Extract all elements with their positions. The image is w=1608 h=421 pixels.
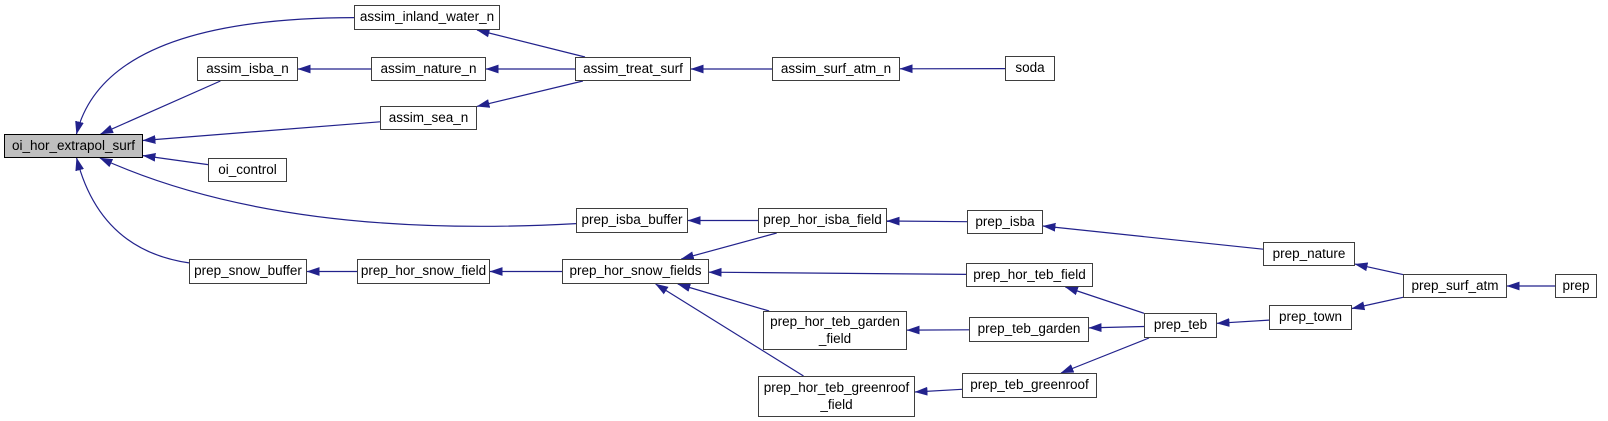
graph-node-label: prep_teb_greenroof (970, 377, 1089, 393)
graph-edge-prep_hor_teb_garden_field--prep_hor_snow_fields (677, 283, 770, 312)
graph-node-label: prep_hor_teb_garden (770, 314, 900, 330)
graph-node-oi_control[interactable]: oi_control (208, 158, 287, 182)
graph-node-label: assim_nature_n (380, 60, 477, 76)
graph-node-label: assim_inland_water_n (359, 9, 495, 25)
graph-edge-prep_hor_teb_field--prep_hor_snow_fields (708, 267, 967, 277)
graph-node-prep_snow_buffer[interactable]: prep_snow_buffer (189, 259, 307, 284)
graph-edge-assim_treat_surf--assim_sea_n (476, 80, 584, 108)
graph-edge-prep_isba_buffer--oi_hor_extrapol_surf (99, 157, 577, 227)
graph-node-label: _field (818, 330, 852, 346)
graph-node-label: prep_isba_buffer (581, 212, 683, 228)
graph-node-label: prep_teb_garden (977, 321, 1081, 337)
graph-node-assim_isba_n[interactable]: assim_isba_n (197, 57, 298, 81)
graph-node-prep_teb_garden[interactable]: prep_teb_garden (969, 317, 1089, 342)
graph-node-label: assim_sea_n (388, 109, 469, 125)
graph-node-label: prep_nature (1272, 245, 1346, 261)
graph-node-assim_treat_surf[interactable]: assim_treat_surf (575, 57, 691, 81)
graph-node-prep_town[interactable]: prep_town (1269, 305, 1352, 330)
graph-edge-prep_hor_isba_field--prep_hor_snow_fields (680, 232, 777, 260)
graph-node-oi_hor_extrapol_surf: oi_hor_extrapol_surf (4, 134, 143, 158)
graph-node-prep_teb[interactable]: prep_teb (1144, 313, 1217, 338)
graph-node-assim_sea_n[interactable]: assim_sea_n (380, 106, 477, 130)
graph-node-label: _field (820, 396, 853, 412)
graph-node-soda[interactable]: soda (1005, 56, 1055, 81)
graph-edge-oi_control--oi_hor_extrapol_surf (142, 152, 209, 166)
graph-node-label: prep_hor_teb_field (973, 266, 1086, 282)
graph-edge-prep_nature--prep_isba (1042, 222, 1264, 250)
graph-edge-prep_snow_buffer--oi_hor_extrapol_surf (75, 157, 190, 264)
graph-edge-prep_teb--prep_teb_greenroof (1060, 337, 1150, 374)
graph-node-prep_surf_atm[interactable]: prep_surf_atm (1403, 274, 1507, 298)
graph-node-label: prep (1562, 277, 1590, 293)
graph-node-label: assim_treat_surf (583, 60, 683, 76)
graph-node-prep_hor_teb_garden_field[interactable]: prep_hor_teb_garden_field (763, 311, 907, 350)
graph-edge-assim_inland_water_n--oi_hor_extrapol_surf (75, 17, 355, 135)
graph-edge-assim_isba_n--oi_hor_extrapol_surf (100, 80, 221, 135)
graph-node-prep_hor_teb_greenroof_field[interactable]: prep_hor_teb_greenroof_field (758, 376, 915, 417)
graph-node-prep_hor_teb_field[interactable]: prep_hor_teb_field (966, 263, 1093, 287)
graph-edge-prep_teb_greenroof--prep_hor_teb_greenroof_field (914, 386, 963, 396)
graph-edge-assim_sea_n--oi_hor_extrapol_surf (142, 121, 381, 144)
graph-node-label: prep_town (1278, 309, 1343, 325)
graph-node-label: assim_isba_n (206, 60, 289, 76)
graph-node-label: oi_hor_extrapol_surf (11, 137, 136, 153)
graph-node-assim_nature_n[interactable]: assim_nature_n (371, 57, 486, 81)
graph-node-label: prep_hor_isba_field (763, 212, 882, 228)
graph-node-label: prep_hor_snow_fields (569, 263, 702, 279)
graph-edge-prep_surf_atm--prep_town (1351, 296, 1404, 311)
graph-node-prep_hor_snow_field[interactable]: prep_hor_snow_field (357, 259, 490, 284)
graph-edge-prep_teb--prep_hor_teb_field (1064, 286, 1145, 314)
graph-edge-prep_teb--prep_teb_garden (1088, 323, 1145, 332)
graph-edge-prep_hor_teb_greenroof_field--prep_hor_snow_fields (655, 283, 804, 377)
graph-node-assim_inland_water_n[interactable]: assim_inland_water_n (354, 5, 500, 30)
graph-node-label: assim_surf_atm_n (780, 60, 892, 76)
graph-node-prep_nature[interactable]: prep_nature (1263, 242, 1355, 266)
graph-edge-prep_town--prep_teb (1216, 318, 1270, 327)
graph-node-prep_hor_snow_fields[interactable]: prep_hor_snow_fields (562, 259, 709, 284)
graph-node-label: prep_surf_atm (1411, 277, 1499, 293)
graph-node-label: prep_snow_buffer (194, 263, 302, 279)
graph-node-label: prep_hor_snow_field (360, 263, 487, 279)
graph-edge-assim_treat_surf--assim_inland_water_n (476, 28, 586, 58)
graph-node-prep[interactable]: prep (1555, 274, 1597, 298)
graph-node-label: soda (1015, 60, 1045, 76)
graph-node-label: prep_hor_teb_greenroof (763, 380, 910, 396)
graph-node-prep_hor_isba_field[interactable]: prep_hor_isba_field (758, 208, 887, 233)
graph-node-label: prep_teb (1153, 317, 1208, 333)
graph-node-assim_surf_atm_n[interactable]: assim_surf_atm_n (772, 57, 900, 81)
graph-node-label: prep_isba (975, 213, 1035, 229)
graph-node-label: oi_control (218, 161, 277, 177)
graph-node-prep_teb_greenroof[interactable]: prep_teb_greenroof (962, 373, 1097, 398)
graph-node-prep_isba[interactable]: prep_isba (967, 210, 1043, 234)
graph-edge-prep_isba--prep_hor_isba_field (886, 216, 968, 226)
graph-node-prep_isba_buffer[interactable]: prep_isba_buffer (576, 208, 688, 233)
graph-edge-prep_surf_atm--prep_nature (1354, 262, 1404, 276)
